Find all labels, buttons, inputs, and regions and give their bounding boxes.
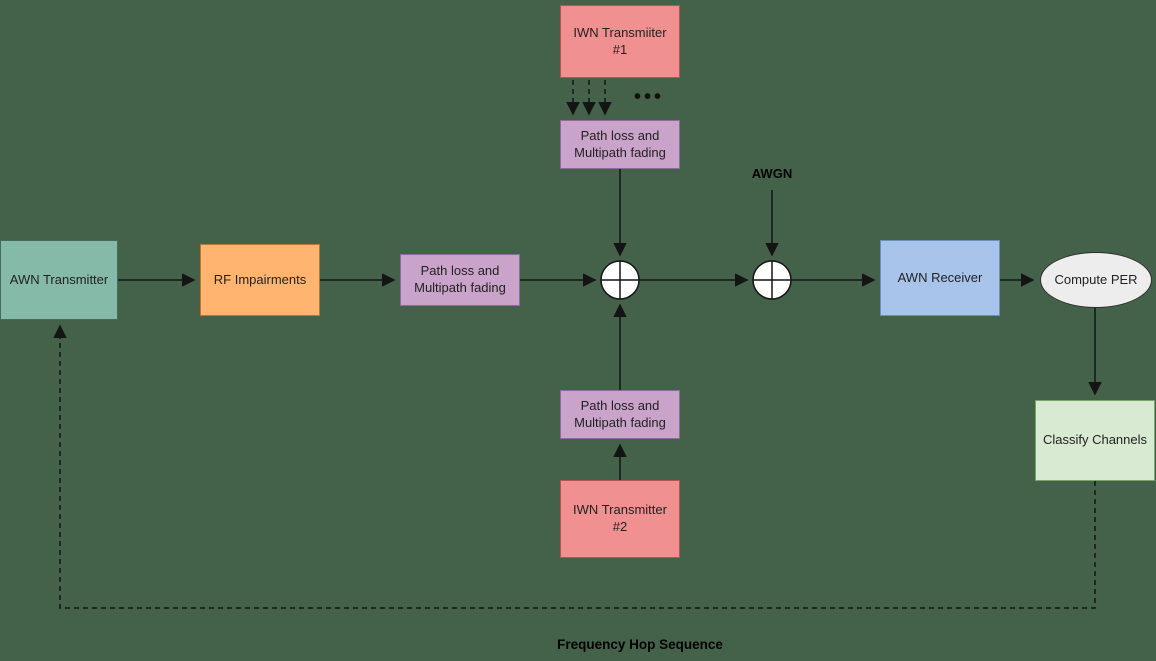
awgn-label: AWGN (751, 166, 793, 181)
node-path-loss-main: Path loss and Multipath fading (400, 254, 520, 306)
node-iwn-transmitter-2: IWN Transmitter #2 (560, 480, 680, 558)
node-rf-impairments: RF Impairments (200, 244, 320, 316)
node-classify-channels: Classify Channels (1035, 400, 1155, 481)
arrow-feedback-frequency-hop-sequence (53, 324, 1096, 609)
node-iwn-transmitter-1: IWN Transmiiter #1 (560, 5, 680, 78)
node-awn-receiver: AWN Receiver (880, 240, 1000, 316)
node-awn-transmitter: AWN Transmitter (0, 240, 118, 320)
sum-node-1 (600, 260, 640, 300)
ellipsis-dots: ••• (634, 86, 665, 108)
frequency-hop-sequence-label: Frequency Hop Sequence (557, 637, 723, 652)
node-path-loss-interferer1: Path loss and Multipath fading (560, 120, 680, 169)
node-compute-per: Compute PER (1040, 252, 1152, 308)
sum-node-2 (752, 260, 792, 300)
node-path-loss-interferer2: Path loss and Multipath fading (560, 390, 680, 439)
